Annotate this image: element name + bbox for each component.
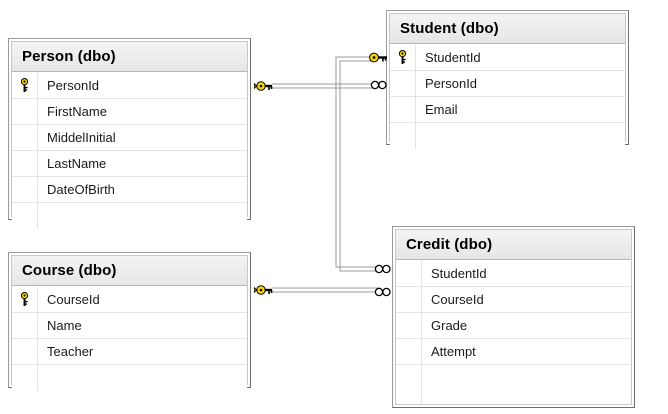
field-name: PersonId — [425, 76, 478, 91]
relationship-key-icon-student — [366, 51, 388, 65]
field-row[interactable]: Grade — [396, 313, 631, 339]
connector-course-credit — [272, 287, 380, 293]
field-row[interactable]: CourseId — [396, 287, 631, 313]
field-row[interactable]: StudentId — [396, 261, 631, 287]
field-row[interactable]: Teacher — [12, 339, 247, 365]
field-name: Attempt — [431, 344, 476, 359]
primary-key-cell — [390, 45, 416, 70]
field-row[interactable]: Name — [12, 313, 247, 339]
relationship-key-icon-person — [254, 79, 274, 93]
field-name: MiddelInitial — [47, 130, 116, 145]
field-row[interactable]: MiddelInitial — [12, 125, 247, 151]
field-icon-cell — [390, 71, 416, 96]
field-icon-cell — [12, 365, 38, 391]
entity-title-person: Person (dbo) — [12, 42, 247, 72]
field-icon-cell — [12, 151, 38, 176]
field-row[interactable]: Attempt — [396, 339, 631, 365]
field-icon-cell — [396, 287, 422, 312]
connector-person-student — [272, 83, 374, 89]
entity-title-course: Course (dbo) — [12, 256, 247, 286]
field-name: StudentId — [425, 50, 481, 65]
entity-title-student: Student (dbo) — [390, 14, 625, 44]
field-name: Teacher — [47, 344, 94, 359]
field-row[interactable]: DateOfBirth — [12, 177, 247, 203]
field-name: CourseId — [431, 292, 484, 307]
field-row[interactable]: Email — [390, 97, 625, 123]
primary-key-icon — [20, 78, 29, 92]
field-name: FirstName — [47, 104, 107, 119]
field-icon-cell — [12, 339, 38, 364]
field-row[interactable]: LastName — [12, 151, 247, 177]
field-name: CourseId — [47, 292, 100, 307]
field-row[interactable]: PersonId — [12, 73, 247, 99]
field-icon-cell — [396, 339, 422, 364]
field-icon-cell — [12, 125, 38, 150]
relationship-key-icon-course — [254, 283, 274, 297]
field-row[interactable]: StudentId — [390, 45, 625, 71]
primary-key-cell — [12, 73, 38, 98]
field-row[interactable]: CourseId — [12, 287, 247, 313]
field-name: DateOfBirth — [47, 182, 115, 197]
entity-title-credit: Credit (dbo) — [396, 230, 631, 260]
empty-field-row[interactable] — [12, 365, 247, 391]
field-name: StudentId — [431, 266, 487, 281]
field-icon-cell — [12, 99, 38, 124]
field-name: PersonId — [47, 78, 100, 93]
field-icon-cell — [396, 313, 422, 338]
field-icon-cell — [12, 313, 38, 338]
field-icon-cell — [12, 177, 38, 202]
relationship-infinity-icon-student-person — [370, 79, 388, 91]
field-row[interactable]: PersonId — [390, 71, 625, 97]
field-icon-cell — [396, 261, 422, 286]
empty-field-row[interactable] — [12, 203, 247, 229]
primary-key-icon — [398, 50, 407, 64]
empty-field-row[interactable] — [390, 123, 625, 149]
primary-key-icon — [20, 292, 29, 306]
relationship-infinity-icon-credit-student — [374, 263, 392, 275]
empty-field-row[interactable] — [396, 365, 631, 404]
field-icon-cell — [12, 203, 38, 229]
field-name: Grade — [431, 318, 468, 333]
field-name: LastName — [47, 156, 107, 171]
field-icon-cell — [390, 123, 416, 149]
field-row[interactable]: FirstName — [12, 99, 247, 125]
connector-student-credit — [335, 56, 378, 272]
field-name: Email — [425, 102, 458, 117]
field-icon-cell — [396, 365, 422, 404]
relationship-infinity-icon-credit-course — [374, 286, 392, 298]
field-icon-cell — [390, 97, 416, 122]
primary-key-cell — [12, 287, 38, 312]
field-name: Name — [47, 318, 82, 333]
